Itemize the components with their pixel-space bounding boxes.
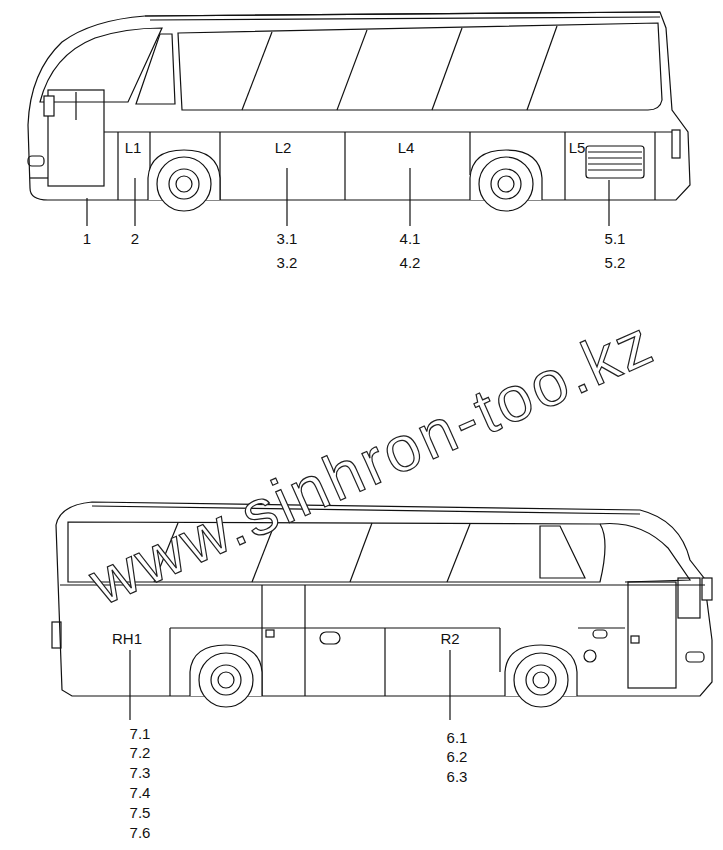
panel-label: L5 (569, 140, 586, 155)
callout-number: 5.1 (605, 231, 626, 246)
callout-number: 7.4 (130, 785, 151, 800)
callout-number: 7.1 (130, 726, 151, 741)
callout-number: 4.2 (400, 255, 421, 270)
callout-number: 1 (83, 231, 91, 246)
callout-number: 2 (131, 231, 139, 246)
callout-number: 7.5 (130, 805, 151, 820)
callout-number: 3.1 (277, 231, 298, 246)
callout-number: 6.2 (447, 749, 468, 764)
panel-label: R2 (440, 631, 459, 646)
callout-number: 6.3 (447, 769, 468, 784)
callout-number: 6.1 (447, 730, 468, 745)
callout-number: 7.6 (130, 825, 151, 840)
callout-number: 7.2 (130, 745, 151, 760)
panel-label: L1 (125, 140, 142, 155)
panel-label: L2 (275, 140, 292, 155)
panel-label: RH1 (112, 631, 142, 646)
callout-number: 4.1 (400, 231, 421, 246)
callout-number: 5.2 (605, 255, 626, 270)
callout-number: 3.2 (277, 255, 298, 270)
watermark: www.sinhron-too.kz (81, 309, 663, 615)
panel-label: L4 (398, 140, 415, 155)
bus-left-side (28, 12, 690, 226)
callout-number: 7.3 (130, 765, 151, 780)
